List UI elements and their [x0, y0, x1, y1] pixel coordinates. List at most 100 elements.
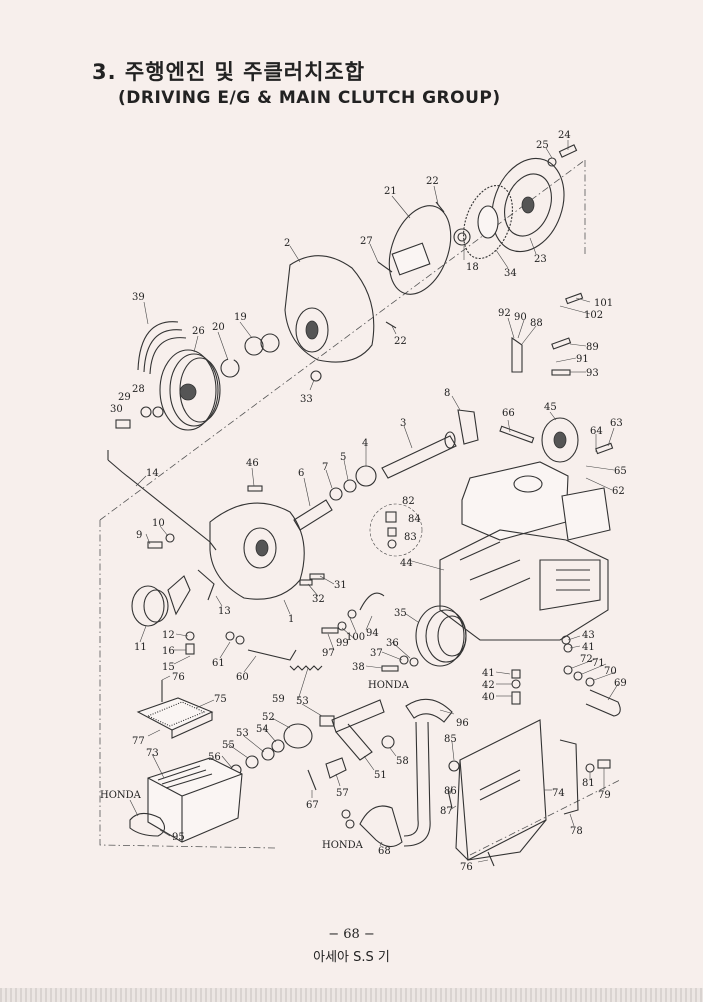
page-title: 3. 주행엔진 및 주클러치조합: [92, 60, 366, 84]
washer-71: [573, 671, 583, 681]
label-8: 8: [444, 388, 450, 399]
leader-lines: [129, 140, 619, 863]
scan-edge: [0, 988, 703, 1002]
rod-14: [107, 459, 217, 551]
label-34: 34: [504, 268, 517, 279]
nut-41b: [511, 669, 521, 679]
label-87: 87: [440, 806, 453, 817]
label-18: 18: [466, 262, 479, 273]
label-37: 37: [370, 648, 383, 659]
label-1: 1: [288, 614, 294, 625]
label-30: 30: [110, 404, 123, 415]
label-41b: 41: [482, 668, 495, 679]
part-labels: 24 25 22 21 27 2 18 34 23 39 26 20 19 22…: [100, 130, 627, 873]
washer-36: [409, 657, 419, 667]
label-54: 54: [256, 724, 269, 735]
bolt-38: [381, 665, 399, 672]
assembly-boundary: [99, 159, 621, 856]
washer-37: [399, 655, 409, 665]
spring-59: [289, 665, 323, 671]
ring-5: [343, 479, 357, 493]
label-91: 91: [576, 354, 589, 365]
label-71: 71: [592, 658, 605, 669]
label-14: 14: [146, 468, 159, 479]
label-7: 7: [322, 462, 328, 473]
label-62: 62: [612, 486, 625, 497]
label-56: 56: [208, 752, 221, 763]
label-89: 89: [586, 342, 599, 353]
washer-42: [511, 679, 521, 689]
sleeve-6: [293, 499, 333, 531]
bolt-9: [147, 541, 163, 549]
label-82: 82: [402, 496, 415, 507]
bearing-18: [453, 228, 471, 246]
label-40: 40: [482, 692, 495, 703]
bolt-93: [551, 369, 571, 376]
nut-33: [310, 370, 322, 382]
bolt-86: [447, 789, 453, 809]
bolt-31: [309, 573, 325, 580]
washer-72: [563, 665, 573, 675]
label-46: 46: [246, 458, 259, 469]
pin-76b: [487, 851, 495, 867]
release-unit-11: [131, 575, 191, 627]
label-41: 41: [582, 642, 595, 653]
label-84: 84: [408, 514, 421, 525]
bearing-4: [355, 465, 377, 487]
label-29: 29: [118, 392, 131, 403]
washer-99: [337, 621, 347, 631]
bolt-32: [299, 579, 313, 586]
label-39: 39: [132, 292, 145, 303]
pin-27: [377, 261, 393, 273]
nut-84: [387, 527, 397, 537]
rod-60: [247, 649, 297, 661]
washer-28: [140, 406, 152, 418]
clutch-housing-2: [284, 255, 375, 363]
label-96: 96: [456, 718, 469, 729]
engine-44: [439, 461, 611, 641]
washer-61a: [225, 631, 235, 641]
bolt-79: [597, 759, 611, 769]
label-13: 13: [218, 606, 231, 617]
label-65: 65: [614, 466, 627, 477]
bolt-63: [595, 442, 614, 455]
label-12: 12: [162, 630, 175, 641]
label-64: 64: [590, 426, 603, 437]
washer-70: [585, 677, 595, 687]
label-92: 92: [498, 308, 511, 319]
label-9: 9: [136, 530, 142, 541]
label-21: 21: [384, 186, 397, 197]
bolt-89: [551, 337, 572, 350]
flange-96: [405, 698, 453, 723]
label-35: 35: [394, 608, 407, 619]
bushing-53a: [319, 715, 335, 727]
washer-58: [381, 735, 395, 749]
label-22: 22: [426, 176, 439, 187]
coupling-45: [541, 417, 579, 463]
label-68: 68: [378, 846, 391, 857]
nut-honda3b: [345, 819, 355, 829]
label-5: 5: [340, 452, 346, 463]
label-100: 100: [346, 632, 365, 643]
label-94: 94: [366, 628, 379, 639]
label-79: 79: [598, 790, 611, 801]
label-69: 69: [614, 678, 627, 689]
detail-circle: [369, 503, 423, 557]
label-63: 63: [610, 418, 623, 429]
pin-67: [307, 769, 317, 791]
ring-7: [329, 487, 343, 501]
washer-12: [185, 631, 195, 641]
label-4: 4: [362, 438, 368, 449]
pulley-35: [415, 605, 467, 667]
label-70: 70: [604, 666, 617, 677]
washer-61b: [235, 635, 245, 645]
bracket-74: [455, 719, 547, 861]
label-44: 44: [400, 558, 413, 569]
label-25: 25: [536, 140, 549, 151]
label-55: 55: [222, 740, 235, 751]
label-42: 42: [482, 680, 495, 691]
label-102: 102: [584, 310, 603, 321]
gasket-95: [129, 812, 166, 837]
label-honda-1: HONDA: [368, 680, 410, 691]
